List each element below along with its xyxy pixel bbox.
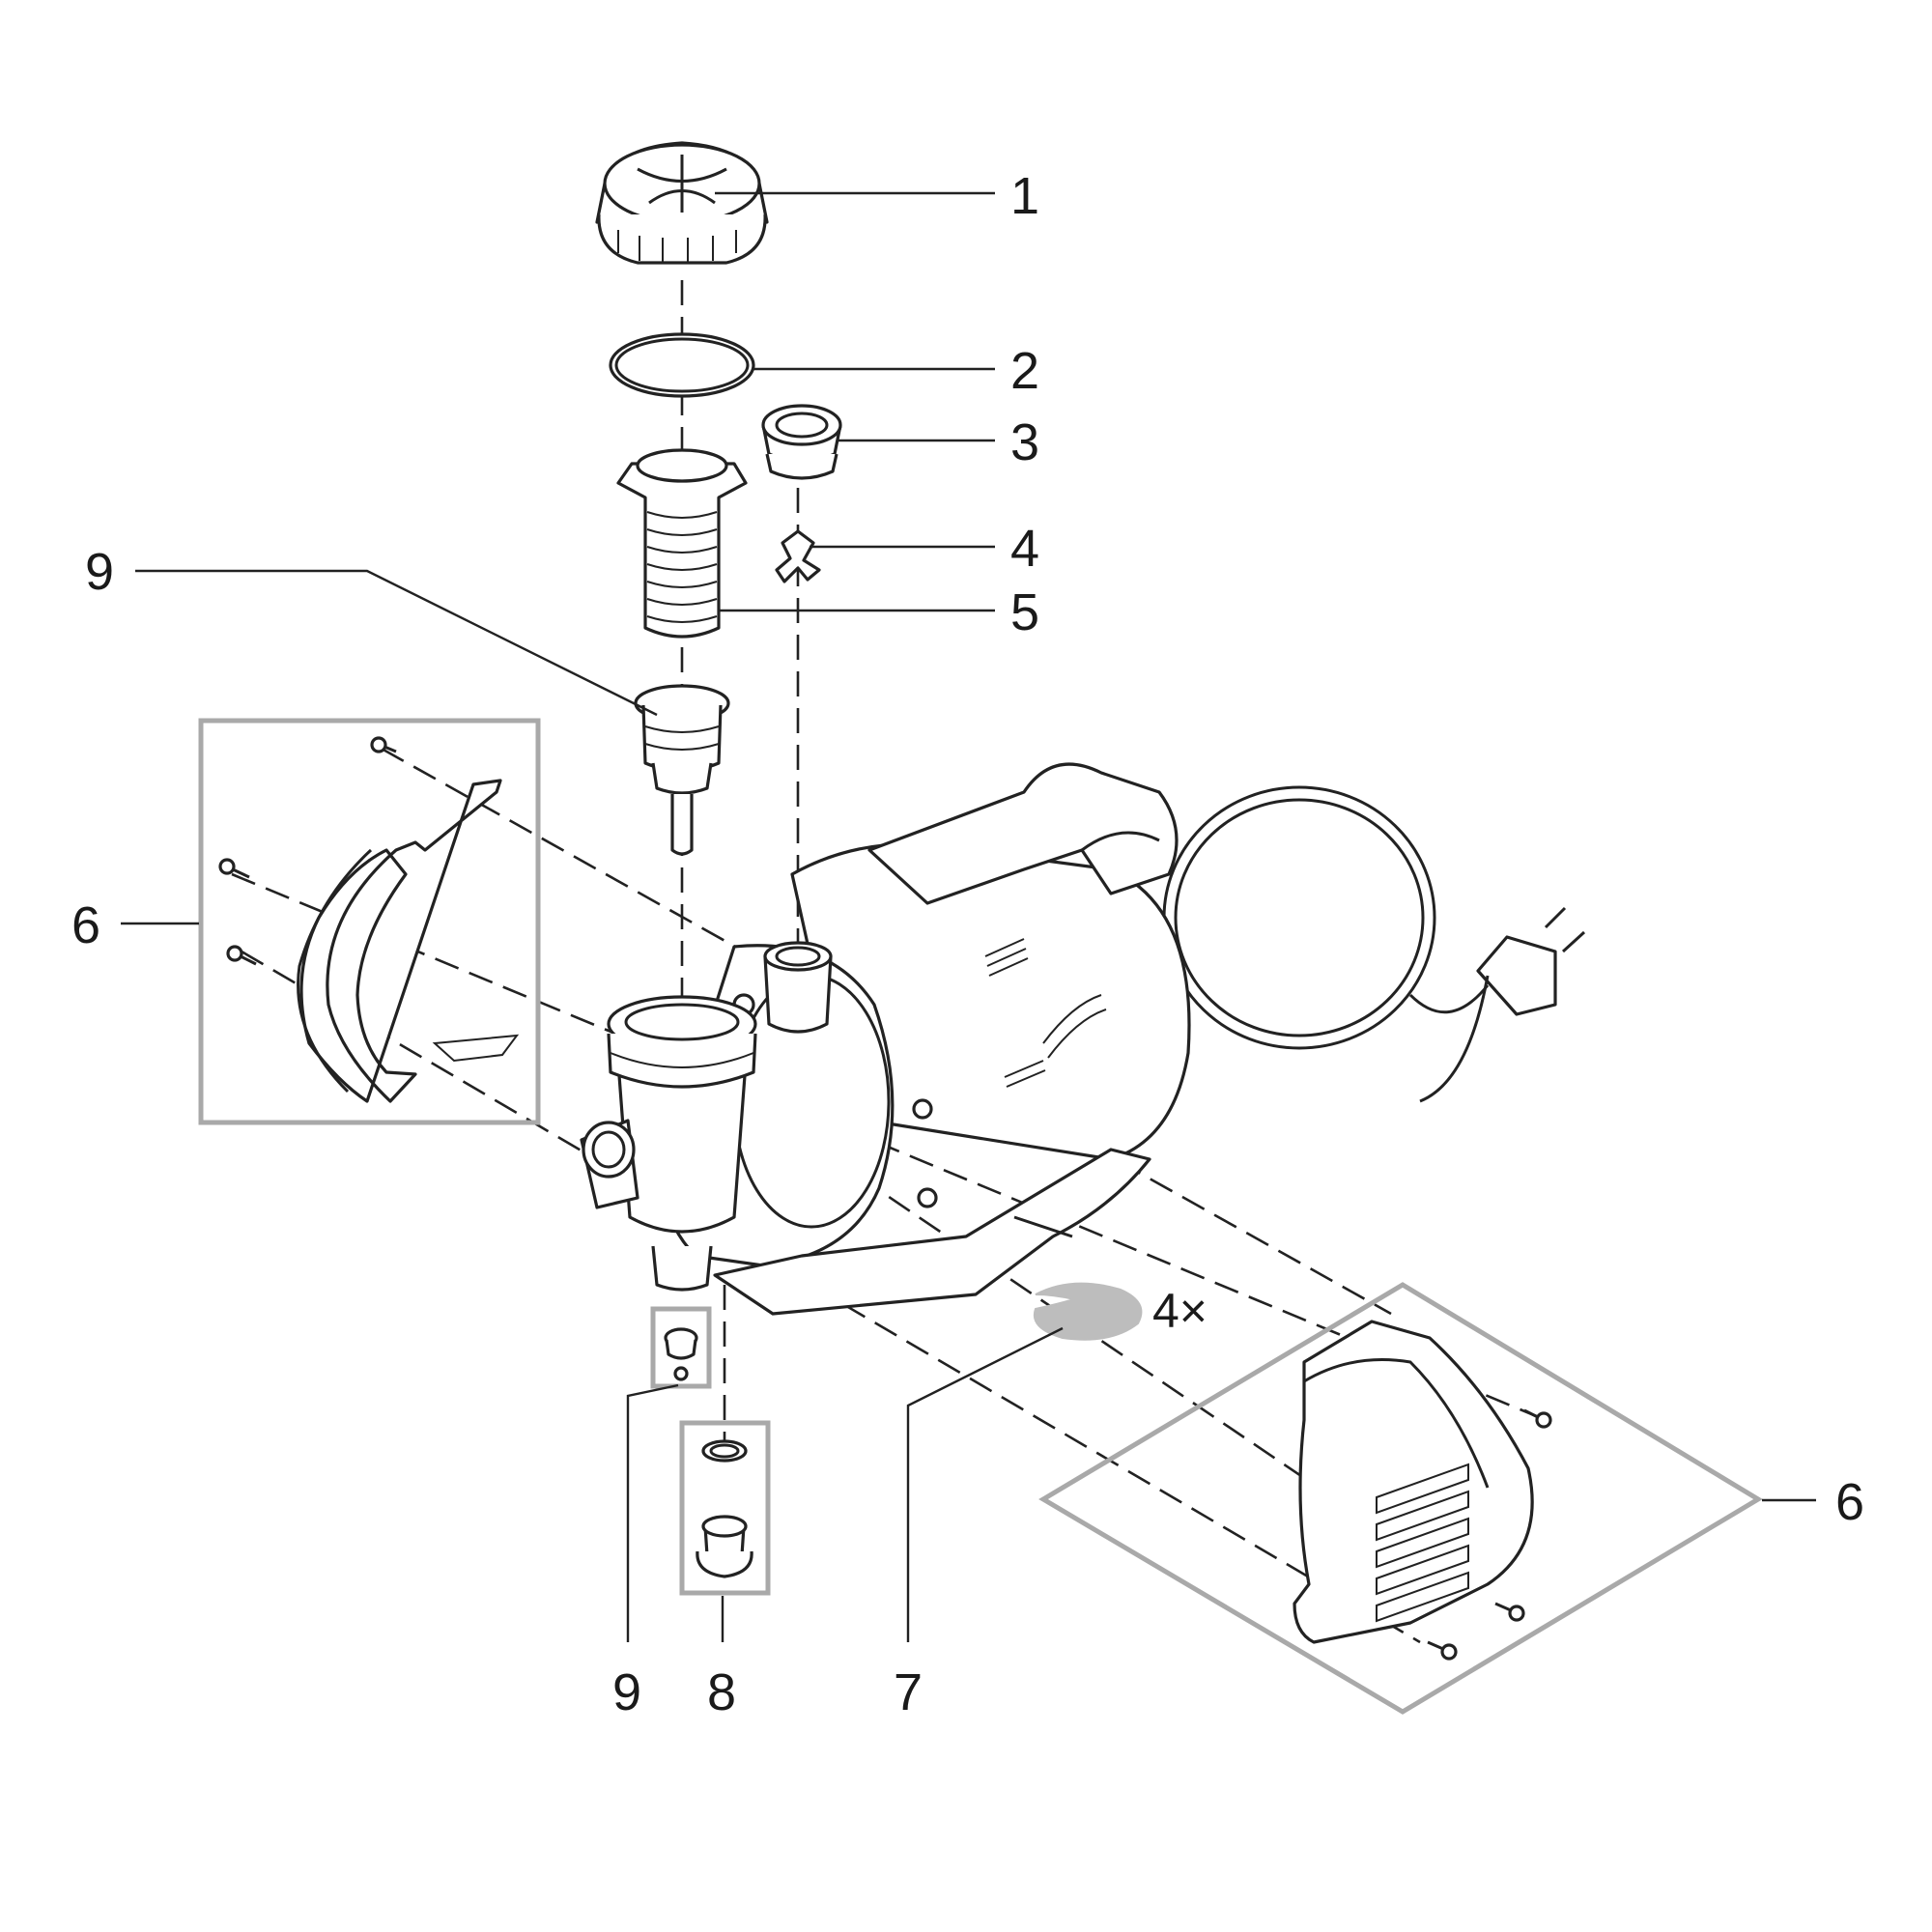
non-return-valve: [775, 529, 821, 583]
foot-pad: [1033, 1282, 1143, 1341]
callout-6-left: 6: [71, 896, 100, 954]
foot-pad-shape: [1033, 1282, 1143, 1341]
callout-8: 8: [707, 1663, 736, 1721]
callout-7: 7: [894, 1663, 923, 1721]
right-cover-group-box: [1038, 1282, 1763, 1715]
left-cover-group-box: [198, 718, 541, 1125]
callout-2: 2: [1010, 342, 1039, 400]
power-cable-coil: [1162, 785, 1586, 1103]
callout-9-bottom: 9: [612, 1663, 641, 1721]
callout-3: 3: [1010, 413, 1039, 471]
callout-5: 5: [1010, 583, 1039, 641]
pressure-connector: [761, 404, 842, 480]
filter-basket: [616, 448, 748, 639]
callout-leader-lines: [121, 191, 1816, 1642]
left-cover-screws: [218, 736, 397, 966]
quantity-label: 4×: [1152, 1284, 1208, 1338]
callout-6-right: 6: [1835, 1473, 1864, 1531]
left-protective-cover: [297, 779, 520, 1103]
drain-screw: [664, 1327, 698, 1381]
callout-numbers: 1 2 3 4 5 9 6 6 7 8 9 4×: [71, 167, 1864, 1721]
right-cover-screws: [1427, 1408, 1552, 1661]
o-ring: [609, 332, 755, 398]
filter-cover-cap: [595, 141, 769, 265]
callout-9-top: 9: [85, 543, 114, 601]
filter-valve-insert: [634, 684, 730, 856]
drain-plug: [696, 1439, 753, 1578]
callout-1: 1: [1010, 167, 1039, 225]
right-protective-cover: [1293, 1320, 1534, 1644]
callout-4: 4: [1010, 520, 1039, 578]
pump-body: [580, 762, 1586, 1316]
drain-screw-group-box: [650, 1306, 712, 1389]
drain-plug-group-box: [679, 1420, 771, 1596]
